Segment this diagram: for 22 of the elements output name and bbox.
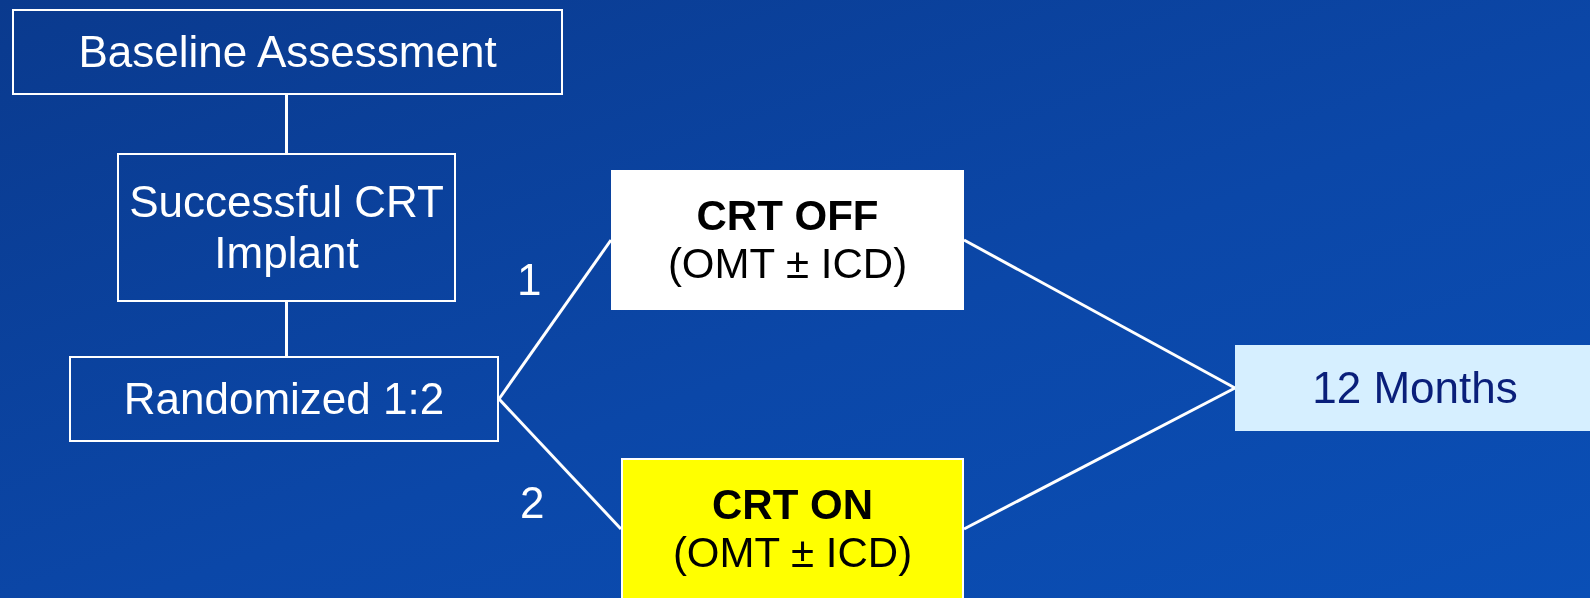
box-title: Randomized 1:2 — [123, 373, 445, 425]
process-box — [117, 153, 456, 302]
box-title: CRT ON — [712, 480, 873, 529]
arm-number: 1 — [517, 258, 542, 302]
connector-line — [497, 397, 623, 531]
connector-line — [963, 238, 1236, 390]
box-title: 12 Months — [1312, 362, 1518, 414]
box-title: CRT OFF — [696, 191, 879, 240]
box-subtitle: (OMT ± ICD) — [672, 529, 913, 578]
process-box — [69, 356, 499, 442]
process-box — [12, 9, 563, 95]
process-box — [611, 170, 964, 310]
box-title: Baseline Assessment — [78, 26, 497, 78]
box-subtitle: (OMT ± ICD) — [667, 240, 908, 289]
arm-number: 2 — [520, 481, 545, 525]
process-box — [621, 458, 964, 598]
process-box — [1235, 345, 1590, 431]
connector-line — [285, 95, 288, 153]
connector-line — [497, 239, 613, 400]
box-title: Successful CRT Implant — [128, 176, 445, 279]
connector-line — [963, 386, 1236, 531]
connector-line — [285, 302, 288, 356]
